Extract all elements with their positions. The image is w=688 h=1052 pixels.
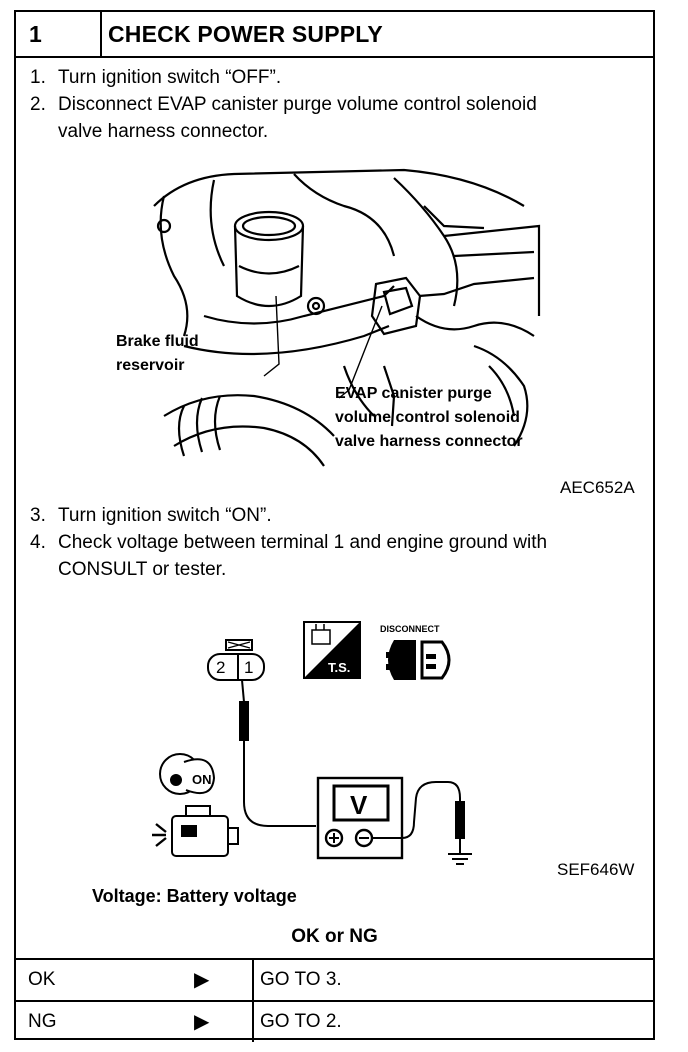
- disconnect-icon: DISCONNECT: [380, 624, 451, 680]
- instruction-step-1: 1. Turn ignition switch “OFF”.: [30, 64, 281, 91]
- figure-code-1: AEC652A: [560, 478, 635, 497]
- step-text: Turn ignition switch “OFF”.: [58, 67, 282, 88]
- step-text: Turn ignition switch “ON”.: [58, 505, 272, 526]
- label-line: Brake fluid: [116, 333, 199, 350]
- ignition-switch-icon: [159, 753, 216, 795]
- evap-connector-label: EVAP canister purge volume control solen…: [335, 382, 523, 454]
- outcome-table: OK ▶ GO TO 3. NG ▶ GO TO 2.: [16, 958, 653, 1042]
- step-text-cont: valve harness connector.: [58, 121, 269, 142]
- voltmeter-label: V: [350, 790, 368, 820]
- step-number: 1: [16, 12, 102, 56]
- instruction-step-4: 4. Check voltage between terminal 1 and e…: [30, 529, 547, 583]
- label-line: reservoir: [116, 357, 185, 374]
- disconnect-label: DISCONNECT: [380, 624, 440, 634]
- outcome-action: GO TO 2.: [260, 1011, 342, 1032]
- instruction-step-3: 3. Turn ignition switch “ON”.: [30, 502, 272, 529]
- procedure-frame: 1 CHECK POWER SUPPLY 1. Turn ignition swi…: [14, 10, 655, 1042]
- terminal-2: 2: [216, 658, 225, 677]
- step-num: 1.: [30, 67, 46, 88]
- label-line: EVAP canister purge: [335, 385, 492, 402]
- positive-probe: [239, 679, 316, 827]
- negative-probe: [372, 781, 465, 854]
- step-title: CHECK POWER SUPPLY: [108, 21, 383, 47]
- step-header: 1 CHECK POWER SUPPLY: [16, 12, 653, 58]
- label-line: valve harness connector: [335, 433, 523, 450]
- harness-connector: [370, 276, 422, 336]
- label-line: volume control solenoid: [335, 409, 520, 426]
- outcome-row-ng: NG ▶ GO TO 2.: [16, 1002, 653, 1042]
- outcome-action: GO TO 3.: [260, 969, 342, 990]
- table-divider: [252, 960, 254, 1042]
- ground-icon: [448, 853, 472, 865]
- voltage-check-diagram: 2 1 T.S. DISCONNECT: [152, 621, 472, 865]
- step-num: 4.: [30, 532, 46, 553]
- ts-label: T.S.: [328, 660, 350, 675]
- step-text: Disconnect EVAP canister purge volume co…: [58, 94, 537, 115]
- outcome-label: OK: [28, 969, 56, 990]
- step-text: Check voltage between terminal 1 and eng…: [58, 532, 548, 553]
- outcome-row-ok: OK ▶ GO TO 3.: [16, 960, 653, 1002]
- figure-code-2: SEF646W: [557, 860, 635, 879]
- hood-outline: [153, 168, 525, 207]
- step-num: 2.: [30, 94, 46, 115]
- voltage-spec: Voltage: Battery voltage: [92, 886, 297, 906]
- intake-duct: [163, 394, 335, 437]
- harness-connector-icon: [207, 639, 265, 681]
- arrow-right-icon: ▶: [194, 1011, 210, 1033]
- instruction-step-2: 2. Disconnect EVAP canister purge volume …: [30, 91, 537, 145]
- step-text-cont: CONSULT or tester.: [58, 559, 227, 580]
- ts-badge: T.S.: [303, 621, 361, 679]
- reservoir-body: [233, 225, 305, 307]
- switch-on-label: ON: [192, 772, 212, 787]
- voltmeter: [316, 776, 404, 860]
- step-num: 3.: [30, 505, 46, 526]
- engine-icon: [152, 805, 239, 857]
- engine-bay-illustration: [153, 168, 541, 467]
- terminal-1: 1: [244, 658, 253, 677]
- brake-fluid-label: Brake fluid reservoir: [116, 330, 199, 378]
- arrow-right-icon: ▶: [194, 969, 210, 991]
- outcome-label: NG: [28, 1011, 57, 1032]
- ok-or-ng-heading: OK or NG: [291, 926, 378, 947]
